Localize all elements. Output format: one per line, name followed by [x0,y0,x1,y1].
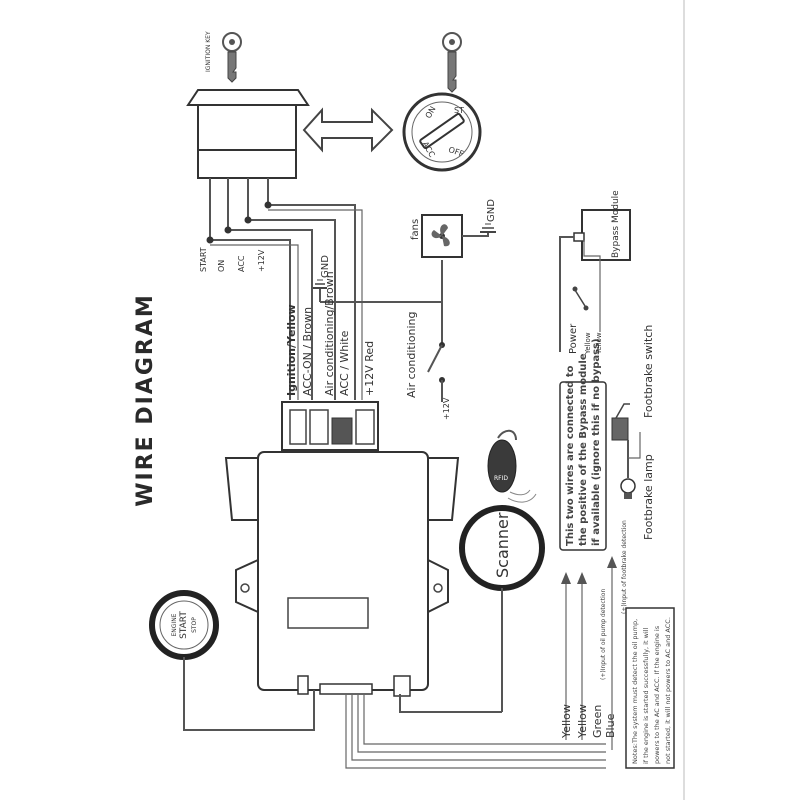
bypass-note-line2: the positive of the Bypass module [578,353,589,546]
air-conditioning-label: Air conditioning [405,312,418,398]
wire-label-air-cond: Air conditioning/Brown [323,271,336,396]
terminal-12v: +12V [257,249,266,272]
footbrake-detection-note: (+)Input of footbrake detection [621,520,628,614]
fan-icon [421,214,496,258]
air-conditioning-12v: +12V [442,397,451,420]
engine-button-line1: ENGINE [171,613,178,636]
position-off: OFF [447,145,465,159]
terminal-start: START [199,247,208,272]
wire-label-ignition: Ignition/Yellow [285,304,298,396]
bypass-module-label: Bypass Module [611,190,621,258]
wire-label-acc-white: ACC / White [338,330,351,396]
position-st: ST [454,106,464,115]
wire-label-acc-on: ACC-ON / Brown [301,307,314,396]
harness-wires [206,201,443,400]
wire-label-12v-red: +12V Red [363,341,376,396]
footbrake-switch-icon [611,403,641,459]
power-switch-icon [572,286,589,311]
footbrake-lamp-icon [620,458,636,499]
notes-line2: if the engine is started successfully, i… [642,628,650,764]
engine-button-line3: STOP [191,617,198,633]
ignition-switch [186,89,310,240]
power-yellow-2: Yellow [595,332,603,355]
harness-gnd-label: GND [320,255,331,278]
notes-line4: not started, it will not powers to AC an… [664,617,672,764]
scanner-ring [399,505,545,713]
oil-pump-detection-note: (+)Input of oil pump detection [600,589,607,680]
rfid-tag-icon: RFID [487,429,537,503]
fans-gnd-label: GND [486,199,497,222]
bottom-wire-yellow-2: Yellow [576,704,589,739]
fans-label: fans [410,219,421,240]
bypass-module [559,209,631,352]
bypass-note-line1: This two wires are connected to [565,365,576,546]
key-icon [442,32,462,93]
bottom-wire-yellow-1: Yellow [560,704,573,739]
harness-gnd-symbol [313,279,327,302]
engine-button-line2: START [179,611,189,639]
ignition-key-icon [222,32,242,83]
terminal-on: ON [217,260,226,272]
ignition-key-label: IGNITION KEY [205,31,212,72]
scanner-label: Scanner [493,512,512,578]
footbrake-lamp-label: Footbrake lamp [642,454,655,540]
double-arrow-icon [302,107,394,153]
notes-line3: powers to the AC and ACC. If the engine … [653,625,661,764]
bypass-note-line3: if available (ignore this if no bypass) [591,338,602,546]
footbrake-switch-label: Footbrake switch [642,325,655,418]
bottom-wire-green: Green [591,705,604,738]
notes-box: Notes:The system must detect the oil pum… [625,607,675,769]
bottom-output-wires [345,556,617,769]
terminal-acc: ACC [237,255,246,272]
rfid-tag-label: RFID [494,475,508,482]
ignition-rotary-switch: ON ST OFF ACC [402,92,482,172]
power-label: Power [568,323,579,354]
engine-start-stop-button-icon [149,590,315,731]
bottom-wire-blue: Blue [604,713,617,738]
notes-line1: Notes:The system must detect the oil pum… [631,619,639,764]
bypass-note-box: This two wires are connected to the posi… [559,338,607,551]
air-conditioning-switch [427,342,445,402]
diagram-title: WIRE DIAGRAM [133,293,158,506]
power-yellow-1: Yellow [584,332,592,355]
main-control-module [224,401,460,697]
